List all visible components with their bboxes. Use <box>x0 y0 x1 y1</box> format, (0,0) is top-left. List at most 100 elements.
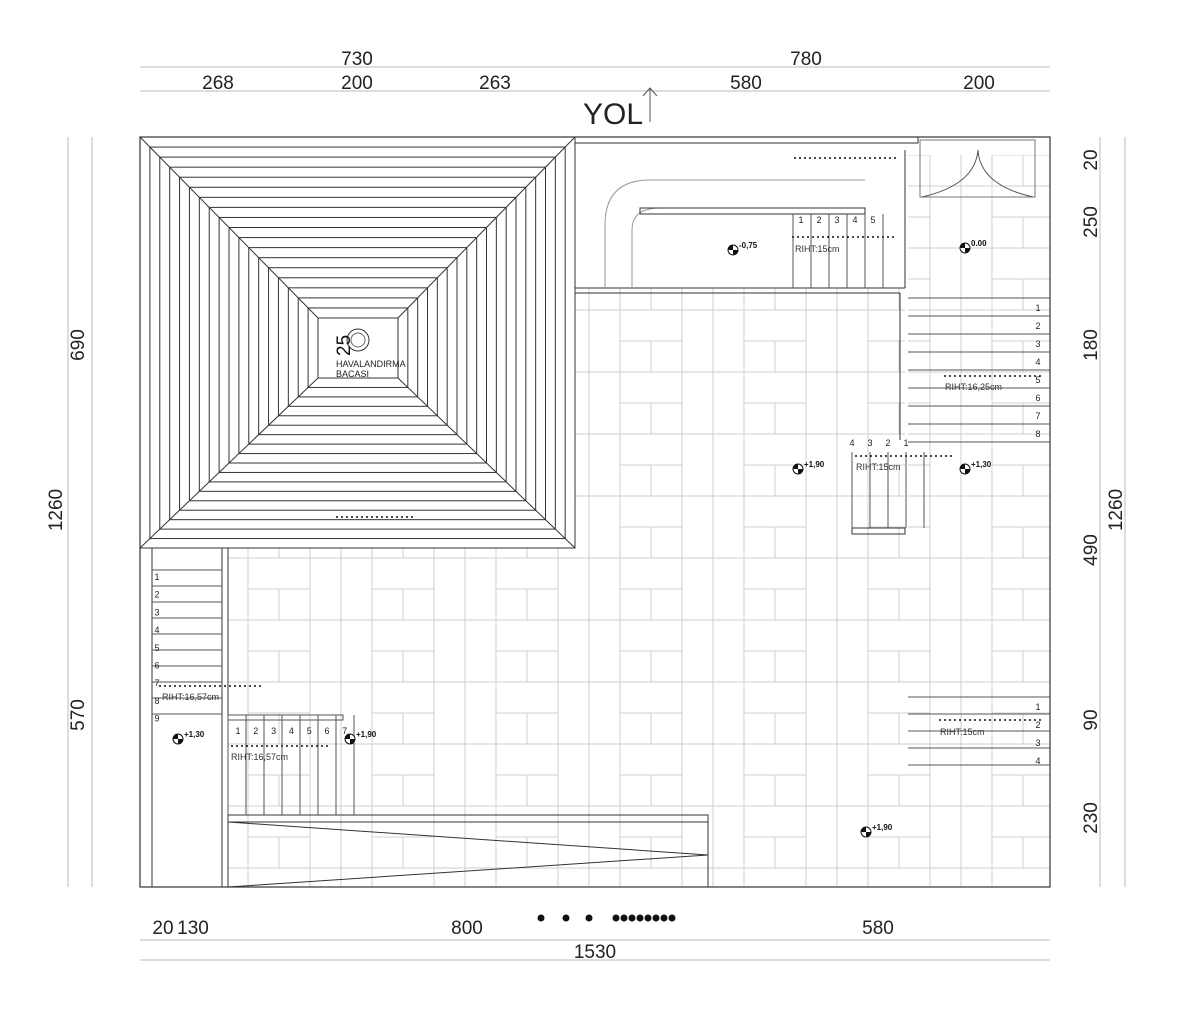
dotted-line <box>842 236 844 238</box>
dimension-label: 130 <box>177 918 209 939</box>
dimension-label: 263 <box>479 73 511 94</box>
dotted-line <box>376 516 378 518</box>
step-number: 5 <box>870 215 875 225</box>
level-marker-icon <box>344 733 356 745</box>
dimension-label: 250 <box>1081 206 1102 238</box>
level-label: +1,30 <box>184 730 205 739</box>
dotted-line <box>827 236 829 238</box>
dotted-line <box>852 236 854 238</box>
dotted-line <box>969 719 971 721</box>
dimension-label: 580 <box>730 73 762 94</box>
paving-area <box>575 288 905 548</box>
dotted-line <box>249 685 251 687</box>
step-number: 1 <box>1035 303 1040 313</box>
dotted-line <box>229 685 231 687</box>
dotted-line <box>1014 375 1016 377</box>
step-number: 2 <box>1035 720 1040 730</box>
chimney-label: HAVALANDIRMA <box>336 359 406 369</box>
dotted-line <box>1004 375 1006 377</box>
dimension-label: 200 <box>341 73 373 94</box>
step-number: 2 <box>154 590 159 600</box>
dotted-line <box>950 455 952 457</box>
dimension-label: 180 <box>1081 329 1102 361</box>
dotted-line <box>794 157 796 159</box>
pyramid-roof <box>139 136 576 549</box>
dimension-label: 1260 <box>1106 489 1127 531</box>
dimension-label: 1530 <box>574 942 616 963</box>
dotted-line <box>905 455 907 457</box>
dotted-line <box>361 516 363 518</box>
dotted-line <box>804 157 806 159</box>
step-number: 3 <box>271 726 276 736</box>
dotted-line <box>219 685 221 687</box>
dotted-line <box>847 236 849 238</box>
dotted-line <box>246 745 248 747</box>
dotted-line <box>834 157 836 159</box>
step-number: 2 <box>885 438 890 448</box>
dotted-line <box>234 685 236 687</box>
level-marker-icon <box>959 242 971 254</box>
riser-label: RIHT:15cm <box>856 462 901 472</box>
dotted-line <box>799 157 801 159</box>
dotted-line <box>900 455 902 457</box>
level-label: +1,90 <box>872 823 893 832</box>
dotted-line <box>889 157 891 159</box>
dotted-line <box>189 685 191 687</box>
dotted-line <box>877 236 879 238</box>
dotted-line <box>974 719 976 721</box>
dotted-line <box>809 157 811 159</box>
dimension-label: 20 <box>152 918 173 939</box>
dotted-line <box>231 745 233 747</box>
dotted-line <box>1014 719 1016 721</box>
step-number: 4 <box>154 625 159 635</box>
dotted-line <box>940 455 942 457</box>
dotted-line <box>837 236 839 238</box>
road-label: YOL <box>583 98 643 131</box>
step-number: 5 <box>154 643 159 653</box>
dotted-line <box>306 745 308 747</box>
dotted-line <box>989 719 991 721</box>
dimension-label: 690 <box>68 329 89 361</box>
dotted-line <box>885 455 887 457</box>
dotted-line <box>224 685 226 687</box>
dotted-line <box>366 516 368 518</box>
dimension-label: 90 <box>1081 709 1102 730</box>
step-number: 8 <box>1035 429 1040 439</box>
dotted-line <box>925 455 927 457</box>
paving-area <box>228 548 1050 887</box>
step-number: 1 <box>154 572 159 582</box>
dotted-line <box>401 516 403 518</box>
dotted-line <box>1034 719 1036 721</box>
dotted-line <box>236 745 238 747</box>
dotted-line <box>1009 719 1011 721</box>
dotted-line <box>994 375 996 377</box>
dotted-line <box>882 236 884 238</box>
dotted-line <box>812 236 814 238</box>
step-number: 5 <box>307 726 312 736</box>
chimney-label: BACASI <box>336 369 369 379</box>
dotted-line <box>1024 375 1026 377</box>
dimension-label: 800 <box>451 918 483 939</box>
dotted-line <box>321 745 323 747</box>
dotted-line <box>945 455 947 457</box>
level-label: -0,75 <box>739 241 758 250</box>
dotted-line <box>164 685 166 687</box>
step-number: 2 <box>816 215 821 225</box>
step-number: 7 <box>1035 411 1040 421</box>
dotted-line <box>915 455 917 457</box>
level-marker-icon <box>792 463 804 475</box>
level-label: 0.00 <box>971 239 987 248</box>
dotted-line <box>286 745 288 747</box>
step-number: 4 <box>1035 756 1040 766</box>
dotted-line <box>411 516 413 518</box>
step-number: 4 <box>1035 357 1040 367</box>
step-number: 3 <box>1035 738 1040 748</box>
dotted-line <box>1034 375 1036 377</box>
dotted-line <box>892 236 894 238</box>
dimension-label: 580 <box>862 918 894 939</box>
dotted-line <box>869 157 871 159</box>
dotted-line <box>999 719 1001 721</box>
dotted-line <box>371 516 373 518</box>
dotted-line <box>251 745 253 747</box>
